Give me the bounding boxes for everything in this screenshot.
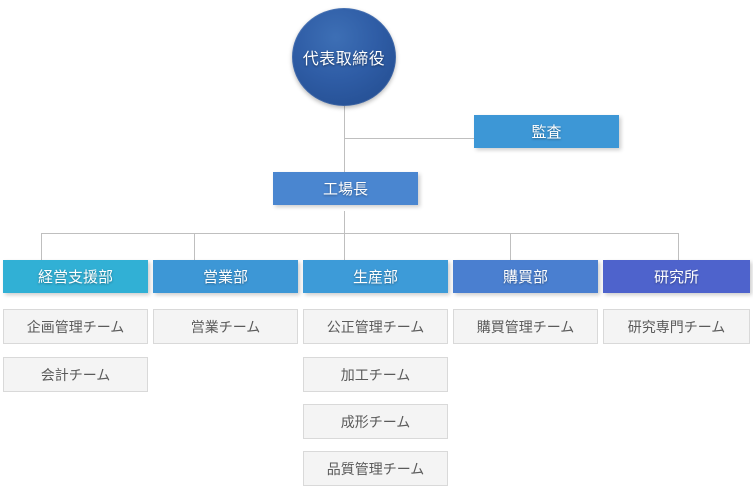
node-team-kobai-kanri[interactable]: 購買管理チーム — [453, 309, 598, 344]
node-department-eigyo[interactable]: 営業部 — [153, 260, 298, 293]
node-department-seisan[interactable]: 生産部 — [303, 260, 448, 293]
node-audit[interactable]: 監査 — [474, 115, 619, 148]
node-team-hinshitsu-kanri[interactable]: 品質管理チーム — [303, 451, 448, 486]
node-department-kobai[interactable]: 購買部 — [453, 260, 598, 293]
connector-department-bus — [41, 233, 678, 234]
connector-drop-dept3 — [344, 233, 345, 260]
connector-factory-trunk — [344, 211, 345, 234]
node-team-kosei-kanri[interactable]: 公正管理チーム — [303, 309, 448, 344]
node-team-kako[interactable]: 加工チーム — [303, 357, 448, 392]
connector-drop-dept2 — [194, 233, 195, 260]
node-department-kenkyujo[interactable]: 研究所 — [603, 260, 750, 293]
node-team-kaikei[interactable]: 会計チーム — [3, 357, 148, 392]
node-department-keiei-shien[interactable]: 経営支援部 — [3, 260, 148, 293]
node-team-kikaku-kanri[interactable]: 企画管理チーム — [3, 309, 148, 344]
connector-drop-dept4 — [510, 233, 511, 260]
node-factory-manager[interactable]: 工場長 — [273, 172, 418, 205]
node-team-eigyo[interactable]: 営業チーム — [153, 309, 298, 344]
connector-drop-dept1 — [41, 233, 42, 260]
node-team-seikei[interactable]: 成形チーム — [303, 404, 448, 439]
node-team-kenkyu-senmon[interactable]: 研究専門チーム — [603, 309, 750, 344]
node-ceo[interactable]: 代表取締役 — [292, 8, 396, 106]
connector-ceo-trunk — [344, 106, 345, 178]
connector-drop-dept5 — [678, 233, 679, 260]
connector-ceo-to-audit — [344, 138, 474, 139]
